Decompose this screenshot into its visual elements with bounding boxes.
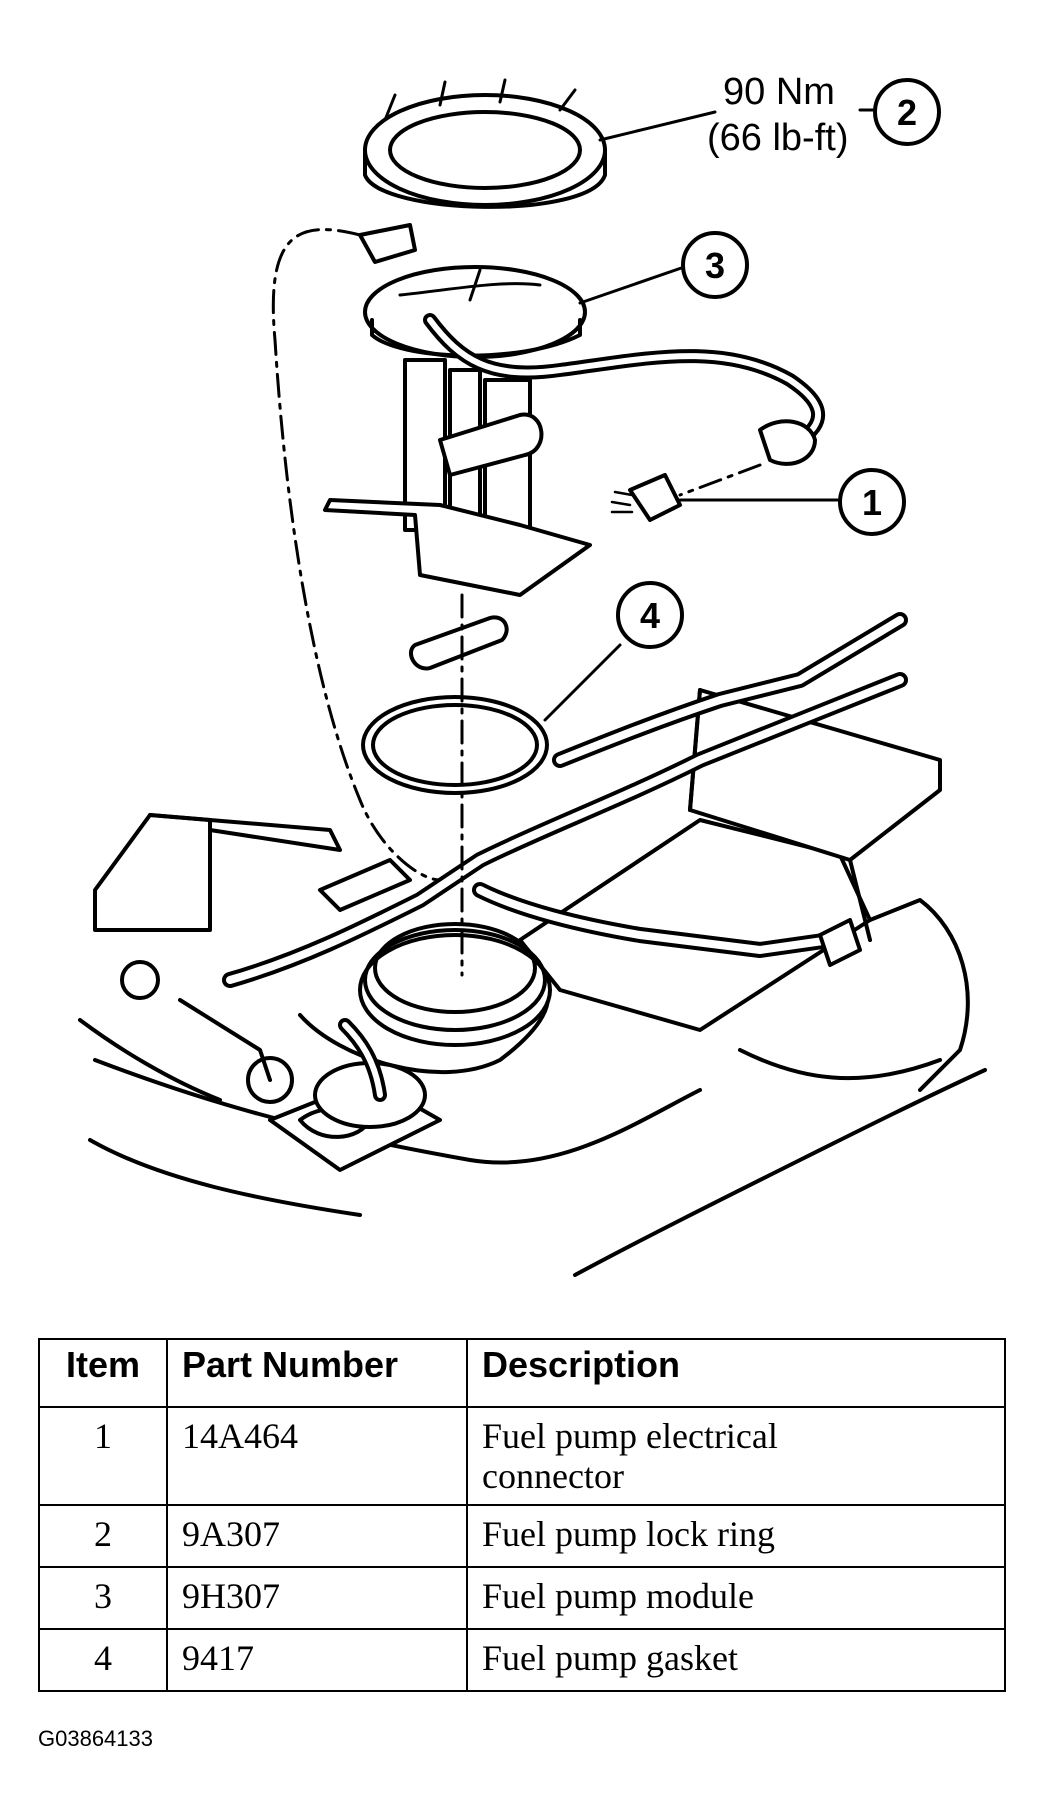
fuel-pump-gasket	[361, 695, 549, 795]
fuel-pump-exploded-diagram: 90 Nm (66 lb-ft) 2 3 1 4	[78, 71, 987, 1277]
table-row: 1 14A464 Fuel pump electrical connector	[38, 1406, 1006, 1506]
row-item: 1	[38, 1406, 168, 1506]
torque-metric: 90 Nm	[723, 71, 835, 113]
row-item: 4	[38, 1628, 168, 1692]
callout-3: 3	[705, 245, 725, 286]
callout-4: 4	[640, 595, 660, 636]
alignment-lines	[271, 228, 762, 977]
parts-table: Item Part Number Description 1 14A464 Fu…	[38, 1338, 1006, 1692]
table-header-row: Item Part Number Description	[38, 1338, 1006, 1408]
row-item: 3	[38, 1566, 168, 1630]
fuel-lines	[222, 612, 908, 988]
row-description: Fuel pump gasket	[466, 1628, 1006, 1692]
row-part-number: 14A464	[166, 1406, 468, 1506]
leader-lines	[543, 108, 877, 722]
torque-imperial: (66 lb-ft)	[707, 117, 848, 159]
table-row: 2 9A307 Fuel pump lock ring	[38, 1504, 1006, 1568]
fuel-pump-filter	[409, 615, 509, 671]
fuel-pump-electrical-connector	[610, 473, 682, 522]
table-row: 4 9417 Fuel pump gasket	[38, 1628, 1006, 1692]
table-row: 3 9H307 Fuel pump module	[38, 1566, 1006, 1630]
row-item: 2	[38, 1504, 168, 1568]
row-description: Fuel pump electrical connector	[466, 1406, 1006, 1506]
row-description: Fuel pump module	[466, 1566, 1006, 1630]
header-part-number: Part Number	[166, 1338, 468, 1408]
row-part-number: 9417	[166, 1628, 468, 1692]
figure-id: G03864133	[38, 1726, 153, 1751]
fuel-pump-lock-ring	[363, 78, 607, 209]
header-description: Description	[466, 1338, 1006, 1408]
callout-circles	[616, 78, 941, 649]
callout-1: 1	[862, 482, 882, 523]
callout-2: 2	[897, 92, 917, 133]
row-description: Fuel pump lock ring	[466, 1504, 1006, 1568]
tank-opening	[313, 922, 552, 1129]
fuel-pump-module	[323, 223, 826, 597]
header-item: Item	[38, 1338, 168, 1408]
row-part-number: 9A307	[166, 1504, 468, 1568]
row-part-number: 9H307	[166, 1566, 468, 1630]
